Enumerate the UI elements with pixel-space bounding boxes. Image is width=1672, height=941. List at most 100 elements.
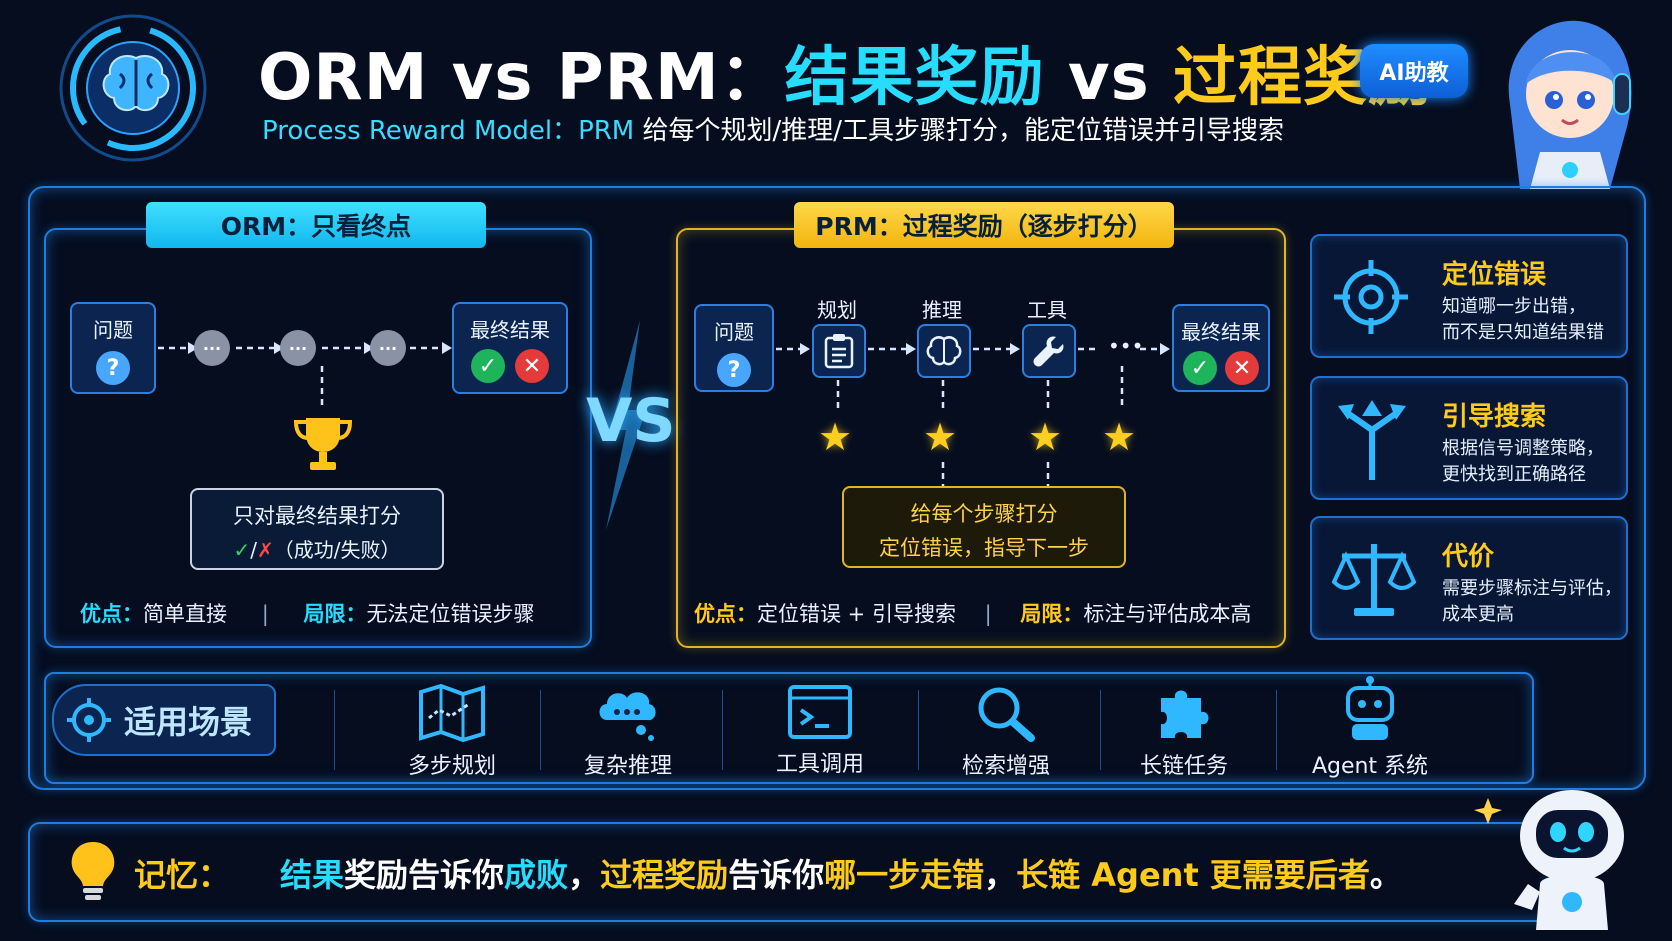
- divider: [540, 690, 541, 770]
- side-card-line1: 需要步骤标注与评估，: [1442, 578, 1622, 599]
- robot-mascot: [1474, 780, 1634, 930]
- scenario-retrieval-augmented: 检索增强: [946, 684, 1066, 780]
- prm-score-line1: 给每个步骤打分: [910, 502, 1058, 526]
- orm-question-label: 问题: [93, 318, 133, 342]
- prm-divider: |: [984, 602, 992, 626]
- reason-step: [917, 324, 971, 378]
- memo-part: 结果: [280, 856, 345, 894]
- prm-question-label: 问题: [714, 320, 754, 344]
- subtitle-prm: PRM: [578, 116, 635, 146]
- orm-score-line2: （成功/失败）: [273, 538, 401, 562]
- memo-part: 奖励告诉你: [344, 856, 505, 894]
- robot-icon: [1346, 676, 1394, 740]
- map-icon: [419, 684, 485, 742]
- prm-score-line2: 定位错误，指导下一步: [879, 536, 1089, 560]
- memo-label: 记忆：: [134, 856, 231, 894]
- scenario-complex-reasoning: 复杂推理: [568, 684, 688, 780]
- prm-pro: 定位错误 + 引导搜索: [757, 602, 956, 626]
- memo-part: 。: [1369, 856, 1402, 894]
- orm-pro-label: 优点：: [80, 602, 143, 626]
- side-card-line2: 成本更高: [1442, 604, 1514, 625]
- step-score-star: ★: [1102, 415, 1137, 459]
- orm-final-node: 最终结果 ✓ ✕: [452, 302, 568, 394]
- plan-step: [812, 324, 866, 378]
- orm-divider: |: [261, 602, 269, 626]
- scenario-label: 复杂推理: [583, 754, 672, 779]
- scenario-label: 长链任务: [1139, 754, 1228, 779]
- target-icon: [67, 698, 111, 742]
- scenarios-label: 适用场景: [124, 703, 253, 741]
- orm-score-line1: 只对最终结果打分: [233, 504, 401, 528]
- target-icon: [1332, 258, 1410, 340]
- scenario-label: 多步规划: [407, 754, 496, 779]
- title-orm: 结果奖励: [784, 41, 1045, 115]
- step-score-star: ★: [818, 415, 853, 459]
- check-icon: ✓: [1183, 351, 1217, 385]
- side-card-guide-search: 引导搜索 根据信号调整策略， 更快找到正确路径: [1310, 376, 1628, 500]
- side-card-title: 定位错误: [1442, 260, 1547, 290]
- orm-pro: 简单直接: [143, 602, 227, 626]
- title-prefix: ORM vs PRM：: [258, 41, 785, 115]
- branch-arrows-icon: [1332, 396, 1412, 484]
- side-card-locate-error: 定位错误 知道哪一步出错， 而不是只知道结果错: [1310, 234, 1628, 358]
- check-icon: ✓: [471, 349, 505, 383]
- side-card-title: 引导搜索: [1442, 402, 1547, 432]
- subtitle-model: Process Reward Model：: [262, 116, 579, 146]
- scenarios-bar: [44, 672, 1534, 784]
- scenario-tool-calling: 工具调用: [760, 684, 880, 778]
- prm-pros-cons: 优点：定位错误 + 引导搜索 | 局限：标注与评估成本高: [694, 598, 1251, 628]
- divider: [334, 690, 335, 770]
- cross-icon: ✕: [1225, 351, 1259, 385]
- score-slash: /: [250, 538, 257, 562]
- step-score-star: ★: [1028, 415, 1063, 459]
- title-vs: vs: [1044, 41, 1173, 115]
- orm-flow-arrows: [158, 342, 452, 406]
- prm-final-node: 最终结果 ✓ ✕: [1172, 304, 1270, 392]
- memo-part: 告诉你: [728, 856, 825, 894]
- scenario-label: Agent 系统: [1311, 754, 1429, 779]
- wrench-icon: [1033, 336, 1064, 367]
- orm-hidden-step: ···: [194, 330, 230, 366]
- scenarios-label-tag: 适用场景: [52, 684, 276, 756]
- page-subtitle: Process Reward Model：PRM 给每个规划/推理/工具步骤打分…: [262, 110, 1284, 147]
- thought-bubble-icon: [599, 692, 656, 741]
- prm-flow-arrows: [776, 343, 1170, 486]
- vs-label: VS: [586, 386, 676, 456]
- orm-final-label: 最终结果: [470, 318, 550, 342]
- puzzle-icon: [1161, 690, 1209, 738]
- clipboard-icon: [824, 334, 854, 369]
- side-card-line1: 根据信号调整策略，: [1442, 438, 1604, 459]
- main-frame: [28, 186, 1646, 790]
- prm-ellipsis: •••: [1108, 334, 1144, 358]
- lightbulb-icon: [68, 840, 118, 906]
- orm-score-line2-row: ✓/✗（成功/失败）: [192, 534, 442, 563]
- orm-hidden-step: ···: [280, 330, 316, 366]
- brain-icon: [96, 50, 176, 120]
- memo-part: 哪一步走错: [824, 856, 985, 894]
- orm-question-node: 问题 ?: [70, 302, 156, 394]
- scenario-label: 检索增强: [961, 754, 1050, 779]
- step-label-plan: 规划: [817, 298, 857, 322]
- question-icon: ?: [96, 351, 130, 385]
- memo-part: 过程奖励: [600, 856, 729, 894]
- scenario-multi-step-planning: 多步规划: [392, 684, 512, 780]
- vs-lightning: [596, 320, 656, 530]
- tool-step: [1022, 324, 1076, 378]
- mascot-avatar: [1490, 14, 1640, 189]
- memo-part: 长链 Agent 更需要后者: [1016, 856, 1370, 894]
- orm-con: 无法定位错误步骤: [366, 602, 535, 626]
- orm-con-label: 局限：: [303, 602, 367, 626]
- side-card-cost: 代价 需要步骤标注与评估， 成本更高: [1310, 516, 1628, 640]
- prm-score-box: 给每个步骤打分 定位错误，指导下一步: [842, 486, 1126, 568]
- scenario-long-chain-task: 长链任务: [1124, 684, 1244, 780]
- step-score-star: ★: [923, 415, 958, 459]
- subtitle-rest: 给每个规划/推理/工具步骤打分，能定位错误并引导搜索: [634, 116, 1285, 146]
- side-card-line2: 更快找到正确路径: [1442, 464, 1586, 485]
- brain-icon: [926, 336, 962, 366]
- step-label-reason: 推理: [922, 298, 962, 322]
- prm-con-label: 局限：: [1020, 602, 1084, 626]
- orm-pros-cons: 优点：简单直接 | 局限：无法定位错误步骤: [80, 598, 534, 628]
- step-label-tool: 工具: [1027, 298, 1067, 322]
- memo-text: 记忆：结果奖励告诉你成败，过程奖励告诉你哪一步走错，长链 Agent 更需要后者…: [134, 850, 1402, 896]
